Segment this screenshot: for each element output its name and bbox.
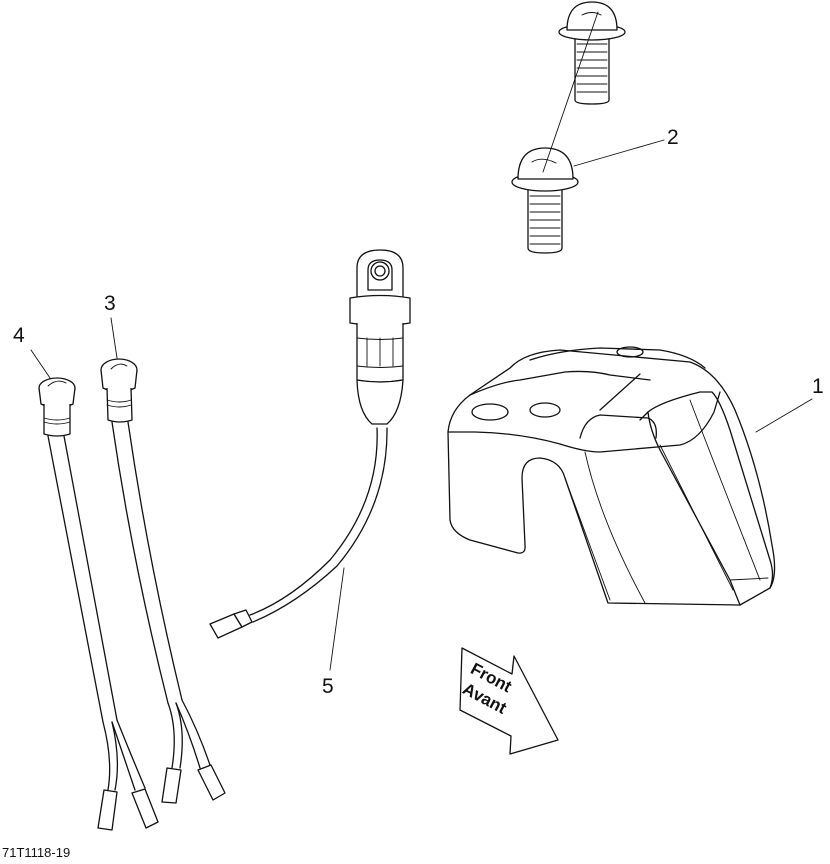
callout-2: 2 — [667, 126, 679, 149]
console-housing — [447, 346, 776, 606]
switch-4 — [38, 377, 159, 831]
callout-3: 3 — [104, 292, 116, 315]
screw-top — [558, 1, 626, 105]
figure-id: 71T1118-19 — [2, 845, 71, 860]
key-switch-wire — [209, 427, 388, 639]
callout-4: 4 — [13, 324, 25, 347]
switch-3 — [100, 358, 226, 804]
screw-bottom — [511, 147, 579, 254]
key-switch — [349, 249, 411, 425]
callout-1: 1 — [812, 375, 824, 398]
front-direction-arrow — [459, 647, 559, 755]
callout-5: 5 — [322, 675, 334, 698]
